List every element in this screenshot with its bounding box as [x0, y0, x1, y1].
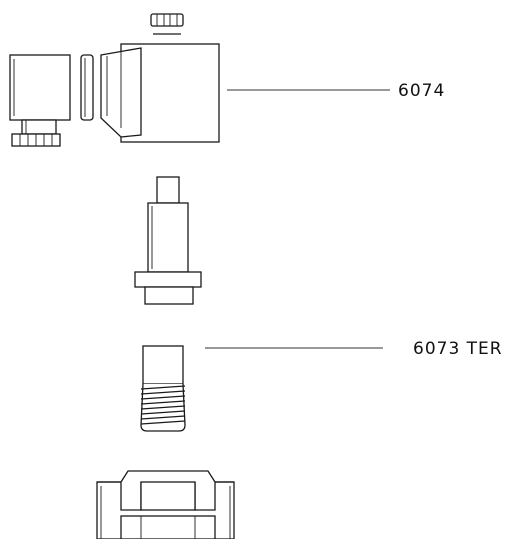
label-6073-ter: 6073 TER [413, 339, 503, 359]
valve-body [96, 470, 235, 539]
spring [140, 385, 186, 425]
plunger [134, 176, 202, 305]
solenoid-coil [100, 43, 220, 143]
top-nut [150, 13, 184, 27]
label-6074: 6074 [398, 81, 445, 101]
connector-plug [9, 54, 71, 147]
core-tube [140, 345, 186, 432]
gasket [80, 54, 94, 121]
